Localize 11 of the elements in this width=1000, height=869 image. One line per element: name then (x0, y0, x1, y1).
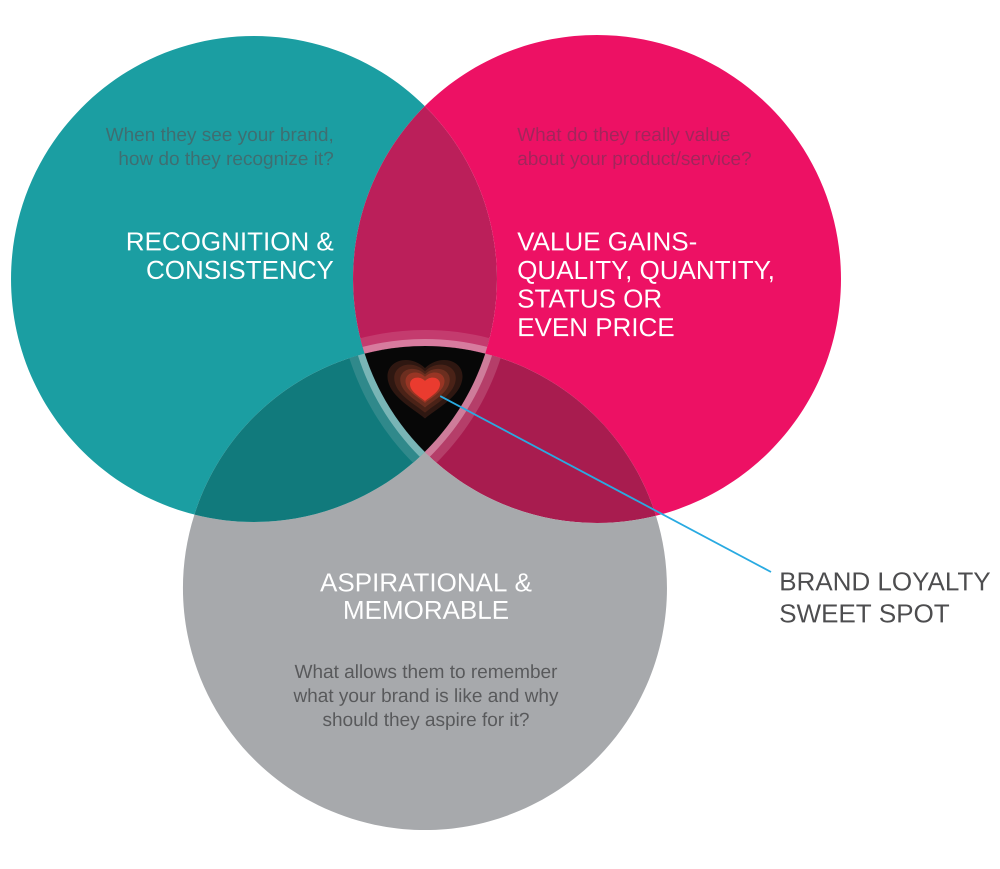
venn-circle (11, 36, 497, 515)
heading-text: VALUE GAINS- QUALITY, QUANTITY, STATUS OR EVEN PRICE (517, 232, 773, 336)
question-text: What allows them to remember what your brand is like and why should they aspire for it? (293, 664, 558, 730)
heading-text: ASPIRATIONAL & MEMORABLE (320, 573, 532, 620)
leader-line (440, 395, 772, 573)
heading-text: RECOGNITION & CONSISTENCY (128, 232, 334, 280)
center-overlap (364, 346, 486, 452)
venn-circle (424, 35, 841, 523)
question-text: What do they really value about your product/service? (517, 127, 751, 169)
venn-circle (183, 354, 667, 830)
callout-label: BRAND LOYALTY SWEET SPOT (780, 572, 990, 623)
